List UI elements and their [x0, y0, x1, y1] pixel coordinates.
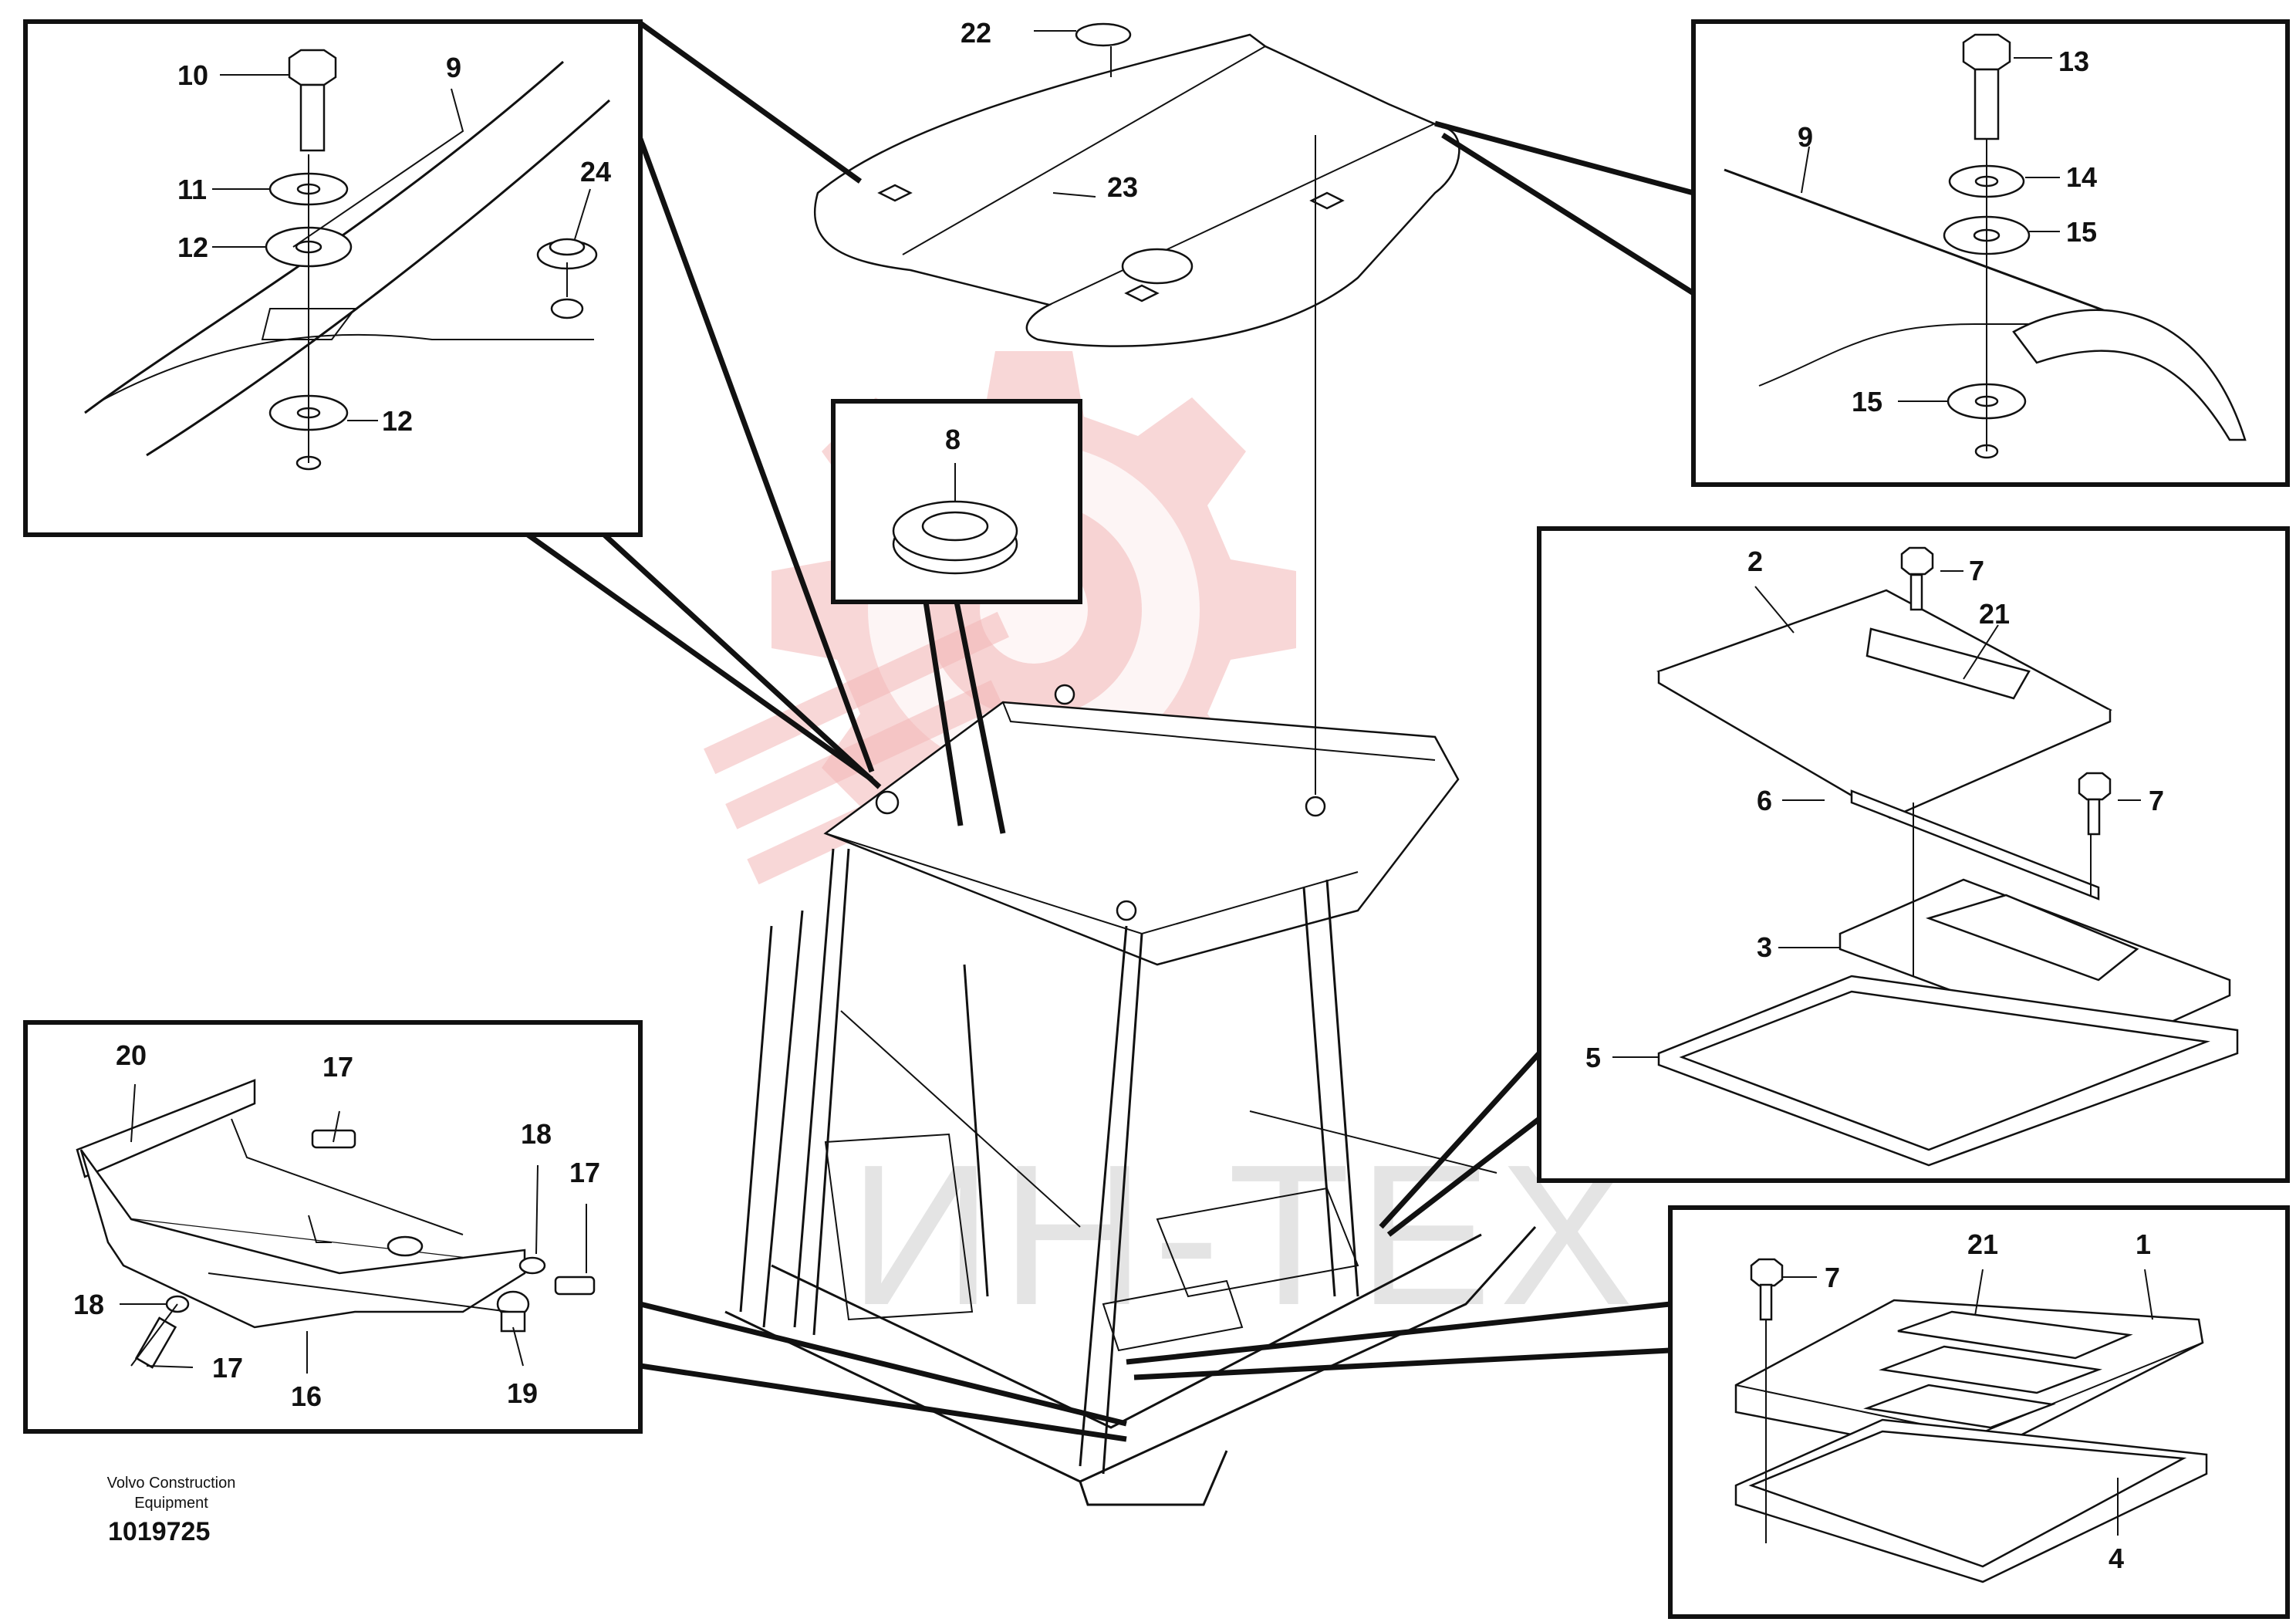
label-18-right: 18	[521, 1118, 552, 1150]
label-19: 19	[507, 1377, 538, 1409]
footer-drawing-number: 1019725	[108, 1517, 210, 1546]
footer: Volvo Construction Equipment 1019725	[107, 1475, 236, 1546]
label-12-upper: 12	[177, 231, 208, 263]
label-17-top: 17	[322, 1051, 353, 1083]
cab-frame-drawing	[724, 684, 1537, 1506]
label-5: 5	[1585, 1042, 1601, 1073]
label-16: 16	[291, 1380, 322, 1412]
label-15-upper: 15	[2066, 216, 2097, 248]
label-24: 24	[580, 156, 611, 188]
inset-floor-bracket-parts	[76, 1079, 596, 1369]
label-8: 8	[945, 424, 961, 455]
label-1: 1	[2136, 1228, 2151, 1260]
label-12-lower: 12	[382, 405, 413, 437]
part-labels: 10 9 11 12 12 24 22 23 13 9 14 15 15 8 2…	[73, 17, 2164, 1574]
label-18-left: 18	[73, 1289, 104, 1320]
label-15-lower: 15	[1852, 386, 1882, 417]
label-7-hatch-mid: 7	[2149, 785, 2164, 816]
inset-floor-plate-parts	[1734, 1258, 2208, 1583]
label-21-hatch: 21	[1979, 598, 2010, 630]
label-7-hatch-top: 7	[1969, 555, 1984, 586]
label-9-left: 9	[446, 52, 461, 83]
footer-company: Volvo Construction	[107, 1475, 236, 1492]
label-2: 2	[1747, 546, 1763, 577]
callout-lines	[522, 21, 1695, 1442]
inset-roof-bolt-left-parts	[84, 49, 611, 471]
label-17-right: 17	[569, 1157, 600, 1188]
inset-roof-bolt-left	[23, 19, 643, 537]
label-20: 20	[116, 1039, 147, 1071]
label-13: 13	[2058, 46, 2089, 77]
label-9-right: 9	[1798, 121, 1813, 153]
label-23: 23	[1107, 171, 1138, 203]
label-7-floor: 7	[1825, 1262, 1840, 1293]
label-17-left: 17	[212, 1352, 243, 1384]
inset-hatch-parts	[1656, 546, 2239, 1167]
watermark-text: ИН-ТЕХ	[849, 1124, 1641, 1347]
label-10: 10	[177, 59, 208, 91]
roof-panel-drawing	[813, 22, 1460, 347]
label-3: 3	[1757, 931, 1772, 963]
label-21-floor: 21	[1967, 1228, 1998, 1260]
label-14: 14	[2066, 161, 2097, 193]
leader-lines	[120, 30, 2153, 1536]
label-4: 4	[2109, 1543, 2124, 1574]
label-11: 11	[177, 174, 207, 205]
inset-grommet-parts	[892, 500, 1018, 575]
label-6: 6	[1757, 785, 1772, 816]
footer-company-line2: Equipment	[134, 1495, 208, 1512]
label-22: 22	[961, 17, 991, 49]
inset-roof-bolt-right-parts	[1724, 33, 2247, 459]
